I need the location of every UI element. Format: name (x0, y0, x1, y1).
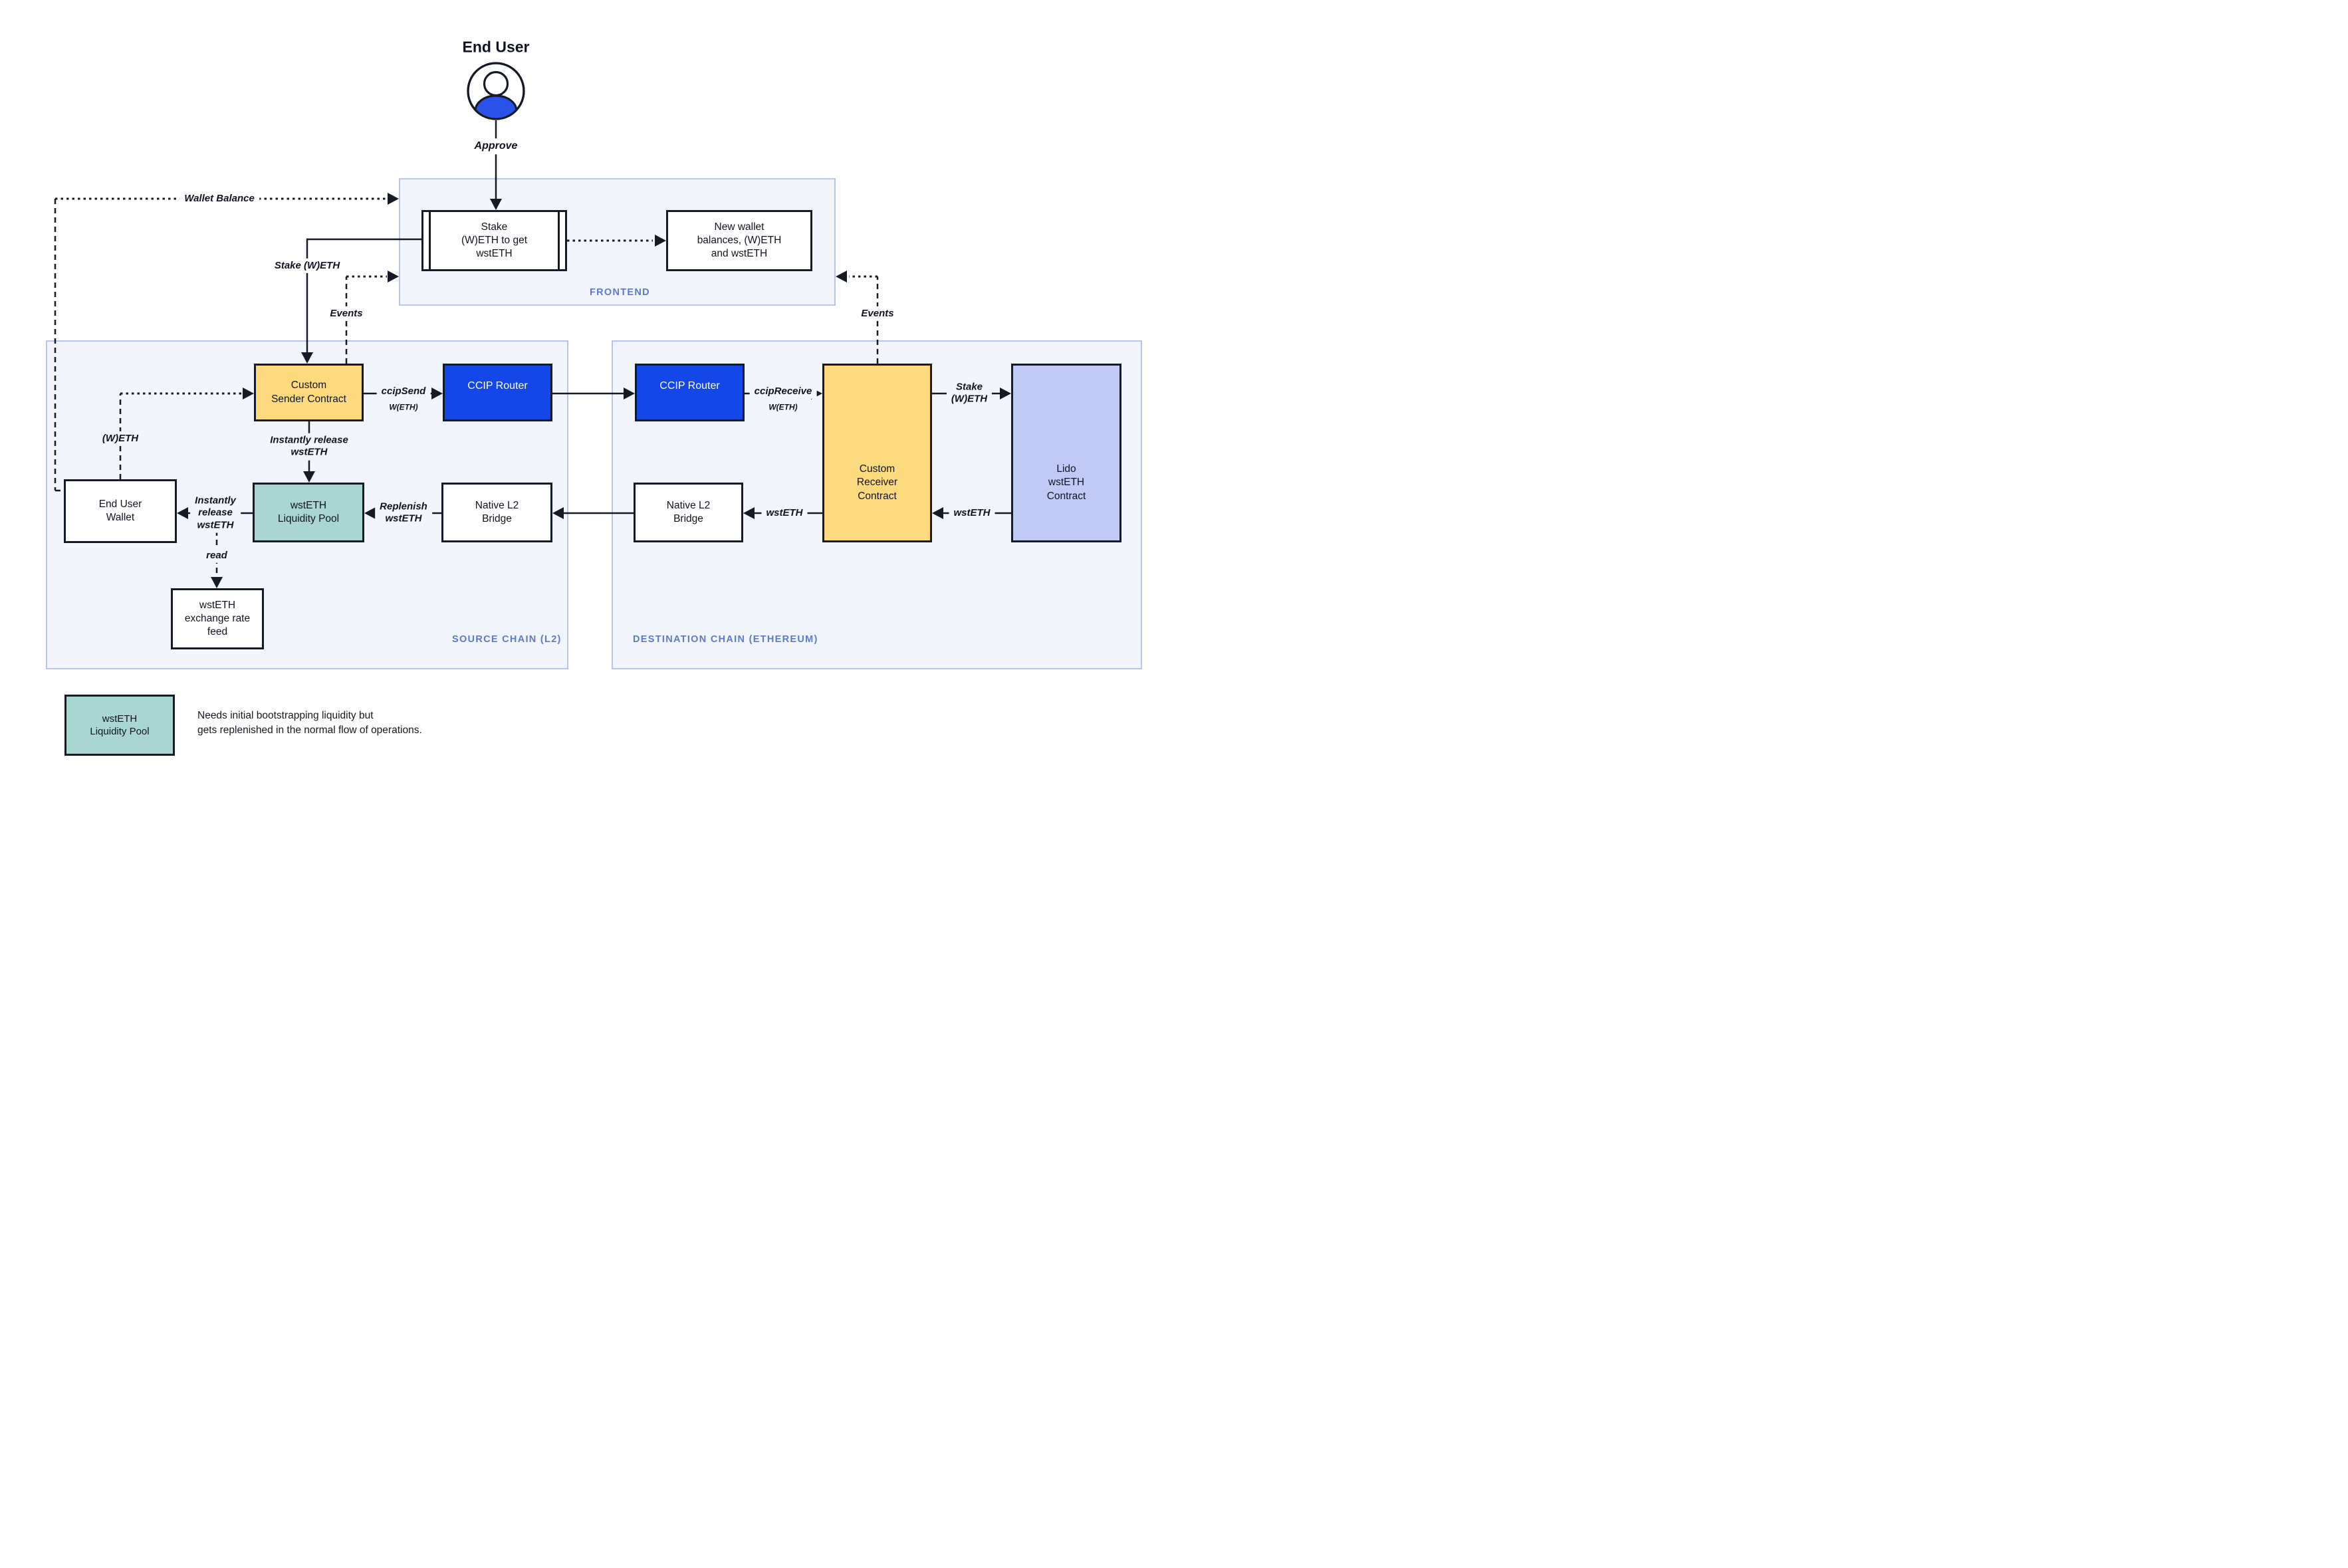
native-l2-bridge-source-box: Native L2 Bridge (441, 483, 552, 542)
native-l2-bridge-destination-box: Native L2 Bridge (634, 483, 743, 542)
wsteth-to-receiver-edge-label: wstETH (949, 505, 995, 521)
new-wallet-balances-box: New wallet balances, (W)ETH and wstETH (666, 210, 812, 271)
weth-edge-label: (W)ETH (97, 431, 144, 447)
connector-wires (54, 120, 1011, 588)
wallet-balance-edge-label: Wallet Balance (179, 191, 259, 207)
wsteth-liquidity-pool-label: wstETH Liquidity Pool (277, 499, 340, 524)
destination-chain-label: DESTINATION CHAIN (ETHEREUM) (633, 634, 818, 645)
custom-receiver-contract-label: Custom Receiver Contract (856, 463, 898, 502)
exchange-rate-feed-box: wstETH exchange rate feed (171, 588, 264, 649)
lido-wsteth-contract-label: Lido wstETH Contract (1046, 463, 1086, 502)
exchange-rate-feed-label: wstETH exchange rate feed (184, 599, 251, 638)
events-source-edge-label: Events (325, 306, 368, 322)
replenish-edge-label: Replenish wstETH (375, 499, 432, 527)
read-edge-label: read (201, 548, 232, 564)
custom-sender-contract-box: Custom Sender Contract (254, 364, 364, 421)
custom-sender-contract-label: Custom Sender Contract (271, 380, 346, 405)
new-wallet-balances-label: New wallet balances, (W)ETH and wstETH (697, 221, 782, 260)
ccipreceive-edge-label: ccipReceive (749, 384, 817, 399)
events-destination-edge-label: Events (856, 306, 899, 322)
legend-pool-label: wstETH Liquidity Pool (90, 713, 150, 738)
stake-weth-destination-edge-label: Stake (W)ETH (946, 380, 993, 407)
end-user-icon (467, 62, 525, 120)
end-user-wallet-label: End User Wallet (98, 498, 142, 523)
custom-receiver-contract-box: Custom Receiver Contract (822, 364, 932, 542)
native-l2-bridge-source-label: Native L2 Bridge (475, 499, 519, 524)
ccip-router-destination-box: CCIP Router (635, 364, 745, 421)
wsteth-to-bridge-edge-label: wstETH (761, 505, 808, 521)
end-user-wallet-box: End User Wallet (64, 479, 177, 543)
ccipsend-edge-label: ccipSend (376, 384, 431, 399)
ccipsend-token-label: W(ETH) (386, 402, 421, 413)
frontend-label: FRONTEND (590, 287, 650, 298)
stake-action-box: Stake (W)ETH to get wstETH (421, 210, 567, 271)
legend-pool-swatch: wstETH Liquidity Pool (64, 695, 175, 756)
ccipreceive-token-label: W(ETH) (765, 402, 801, 413)
ccip-router-destination-label: CCIP Router (659, 380, 720, 392)
diagram-canvas: FRONTEND SOURCE CHAIN (L2) DESTINATION C… (0, 0, 1174, 784)
wsteth-liquidity-pool-box: wstETH Liquidity Pool (253, 483, 364, 542)
end-user-title: End User (462, 38, 530, 56)
ccip-router-source-label: CCIP Router (467, 380, 528, 392)
ccip-router-source-box: CCIP Router (443, 364, 552, 421)
stake-weth-edge-label: Stake (W)ETH (269, 258, 345, 274)
source-chain-label: SOURCE CHAIN (L2) (452, 634, 562, 645)
legend-caption: Needs initial bootstrapping liquidity bu… (197, 710, 422, 736)
instantly-release-pool-edge-label: Instantly release wstETH (190, 493, 241, 533)
approve-edge-label: Approve (469, 138, 523, 154)
stake-action-label: Stake (W)ETH to get wstETH (461, 221, 528, 260)
lido-wsteth-contract-box: Lido wstETH Contract (1011, 364, 1121, 542)
native-l2-bridge-destination-label: Native L2 Bridge (666, 499, 711, 524)
instantly-release-sender-edge-label: Instantly release wstETH (265, 433, 353, 461)
